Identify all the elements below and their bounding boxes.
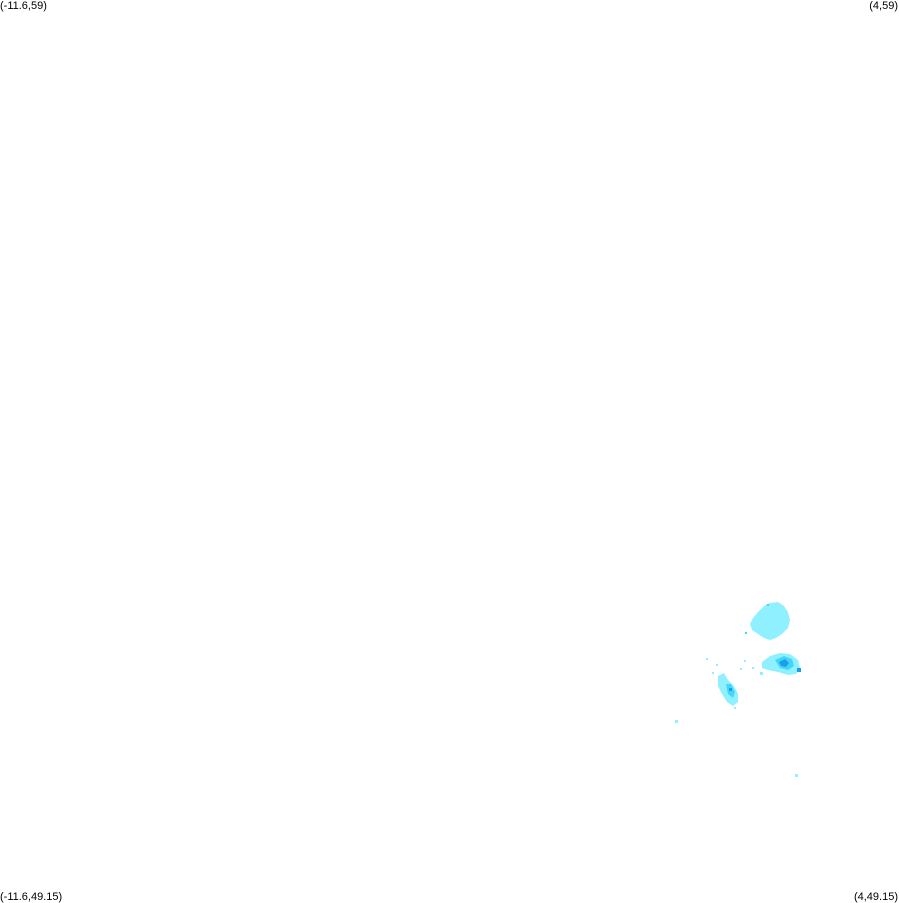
precip-cell-southwest [706,658,742,709]
corner-label-bottom-left: (-11.6,49.15) [0,891,63,903]
corner-label-top-left: (-11.6,59) [0,0,47,12]
corner-label-top-right: (4,59) [869,0,898,12]
precip-cell-north [745,602,790,640]
precip-scatter [675,660,798,777]
precip-cell-east [752,653,801,675]
corner-label-bottom-right: (4,49.15) [853,891,898,903]
